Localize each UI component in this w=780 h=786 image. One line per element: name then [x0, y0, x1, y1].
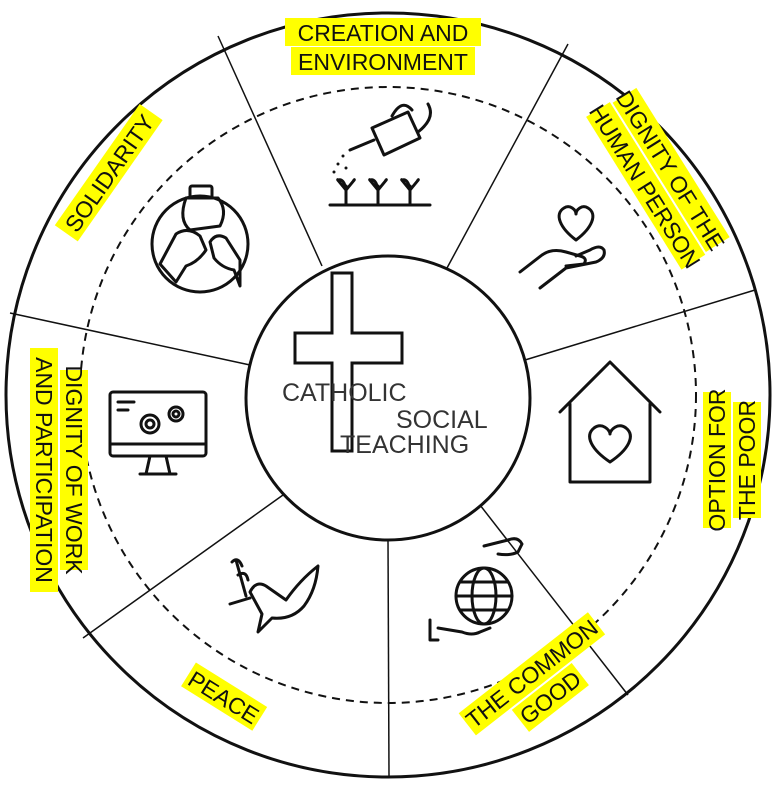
center-circle: [244, 254, 532, 542]
label-option-poor-line-2: THE POOR: [734, 400, 760, 520]
segment-dividers: [9, 35, 756, 777]
joined-hands-icon: [150, 184, 250, 294]
label-option-poor-line-1: OPTION FOR: [704, 388, 730, 531]
watering-can-plants-icon: [328, 102, 432, 207]
monitor-gears-icon: [108, 390, 208, 476]
label-creation-line-1: CREATION AND: [298, 20, 469, 46]
segment-label-dignity-work: DIGNITY OF WORK AND PARTICIPATION: [30, 348, 88, 592]
hands-globe-icon: [428, 537, 524, 642]
center-title-line-3: TEACHING: [340, 431, 469, 459]
segment-label-option-poor: OPTION FOR THE POOR: [703, 388, 761, 532]
label-dignity-work-line-1: DIGNITY OF WORK: [61, 365, 87, 575]
segment-label-creation: CREATION AND ENVIRONMENT: [285, 18, 481, 75]
hand-holding-heart-icon: [518, 205, 606, 290]
label-creation-line-2: ENVIRONMENT: [298, 49, 468, 75]
label-dignity-work-line-2: AND PARTICIPATION: [31, 357, 57, 583]
center-title-line-2: SOCIAL: [396, 406, 488, 434]
dove-olive-branch-icon: [228, 558, 320, 634]
house-heart-icon: [558, 360, 662, 484]
cross-icon: [293, 271, 404, 453]
center-title-line-1: CATHOLIC: [282, 379, 407, 407]
